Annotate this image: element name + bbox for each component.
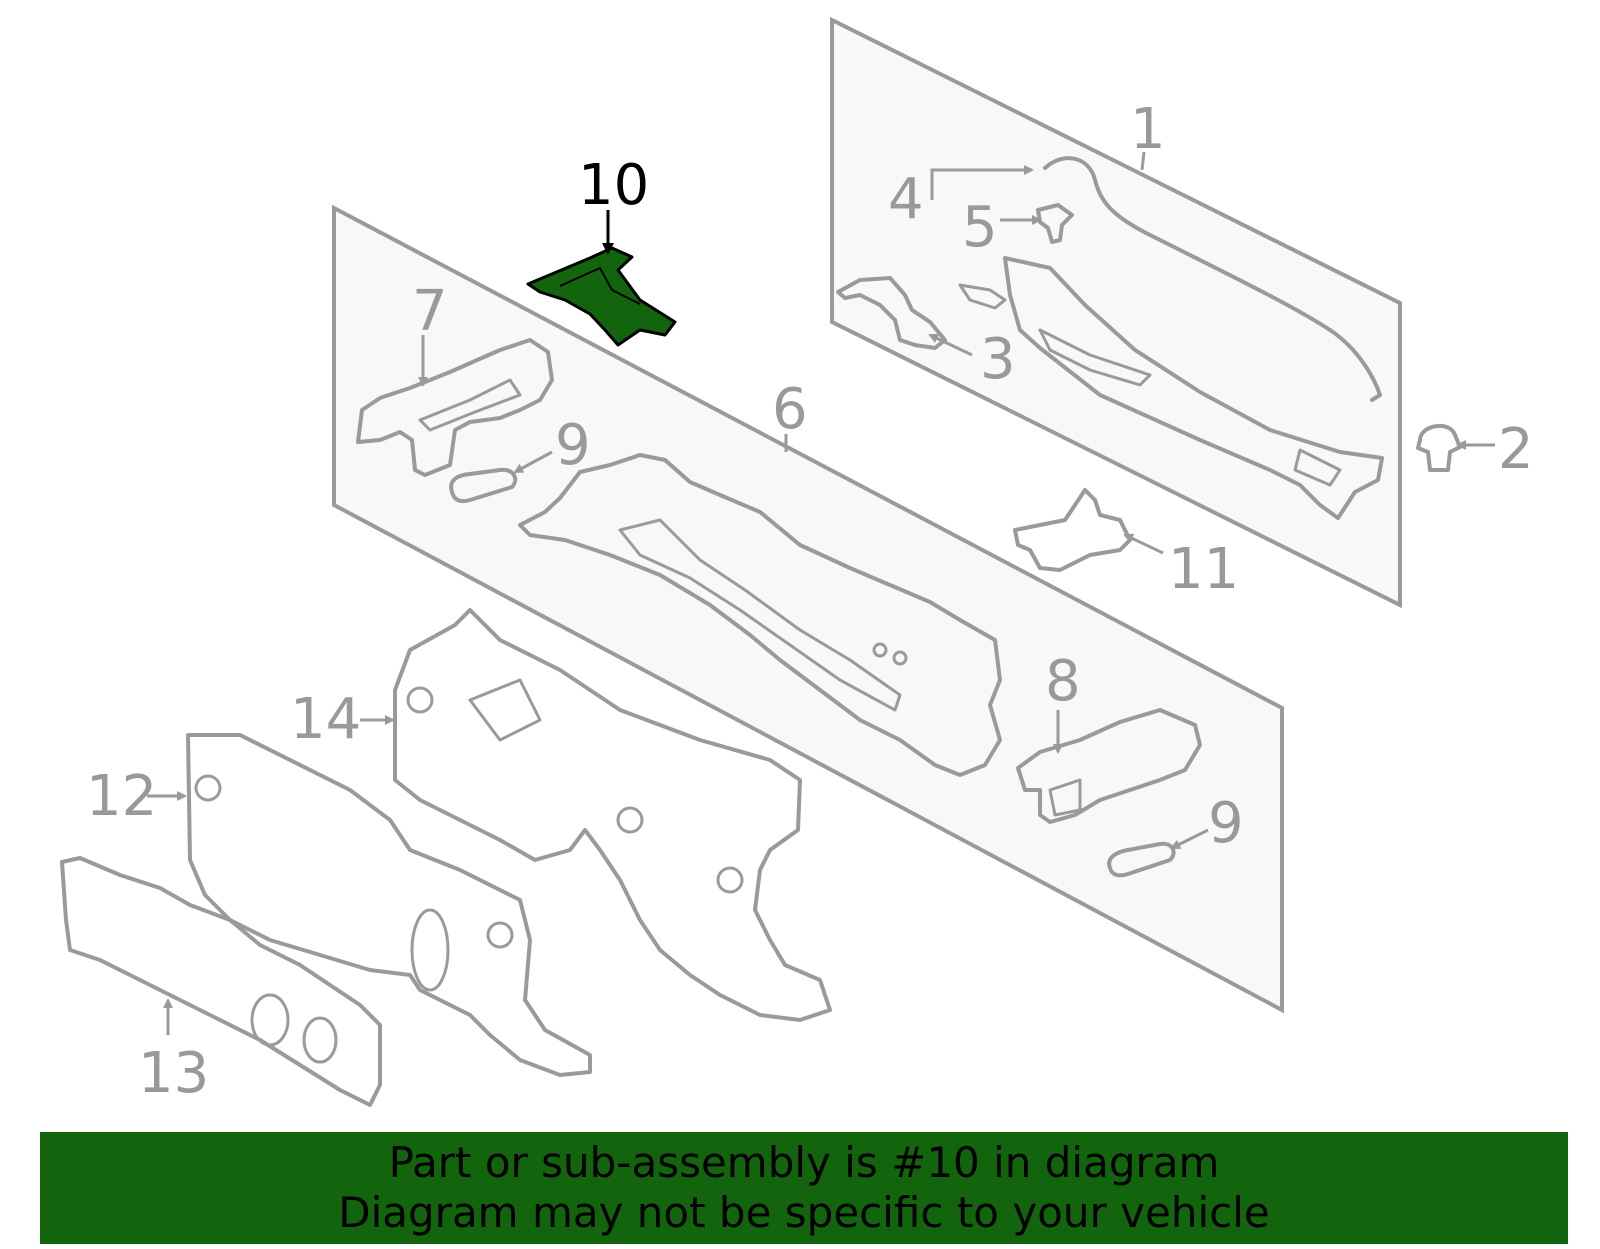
leader-9-lower <box>1170 828 1209 850</box>
callout-10: 10 <box>578 153 649 218</box>
callout-5: 5 <box>962 195 998 260</box>
callout-11: 11 <box>1168 537 1239 602</box>
part-13-insulator <box>60 856 382 1107</box>
part-5-washer-nozzle <box>1036 203 1074 244</box>
part-9-plate-upper <box>449 467 518 504</box>
leader-9-upper <box>513 450 553 474</box>
part-14-dash-panel <box>393 608 832 1022</box>
callout-13: 13 <box>138 1041 209 1106</box>
callout-3: 3 <box>980 327 1016 392</box>
leader-1 <box>1140 151 1146 171</box>
callout-9-upper: 9 <box>555 413 591 478</box>
part-1-cowl-panel <box>958 256 1384 520</box>
part-7-bracket <box>356 338 554 477</box>
part-8-bracket <box>1016 708 1202 824</box>
banner-line-2: Diagram may not be specific to your vehi… <box>338 1188 1270 1237</box>
callout-14: 14 <box>290 687 361 752</box>
part-2-clip <box>1416 424 1462 472</box>
callout-12: 12 <box>86 764 157 829</box>
info-banner: Part or sub-assembly is #10 in diagram D… <box>40 1132 1568 1244</box>
part-10-detail <box>559 266 641 305</box>
leader-11 <box>1123 533 1164 555</box>
part-11-bracket <box>1013 488 1132 572</box>
part-8-detail <box>1048 778 1082 817</box>
part-6-cowl-top <box>518 453 1002 777</box>
part-12-insulator <box>186 733 592 1077</box>
part-4-washer-hose <box>1043 156 1382 402</box>
part-3-bracket <box>836 276 947 350</box>
leader-3 <box>928 333 973 357</box>
parts-diagram: 1 2 3 4 5 6 7 8 9 9 10 11 12 13 14 <box>60 16 1534 1107</box>
callout-9-lower: 9 <box>1208 791 1244 856</box>
panel-center <box>332 204 1284 1014</box>
callout-4: 4 <box>888 167 924 232</box>
callout-6: 6 <box>772 377 808 442</box>
banner-line-1: Part or sub-assembly is #10 in diagram <box>388 1138 1220 1187</box>
callout-2: 2 <box>1498 417 1534 482</box>
leader-4 <box>930 165 1034 200</box>
part-7-detail <box>418 378 522 432</box>
callout-1: 1 <box>1130 97 1166 162</box>
callout-7: 7 <box>412 279 448 344</box>
part-10-highlighted <box>526 246 677 347</box>
panel-right <box>830 16 1402 609</box>
callout-8: 8 <box>1045 649 1081 714</box>
